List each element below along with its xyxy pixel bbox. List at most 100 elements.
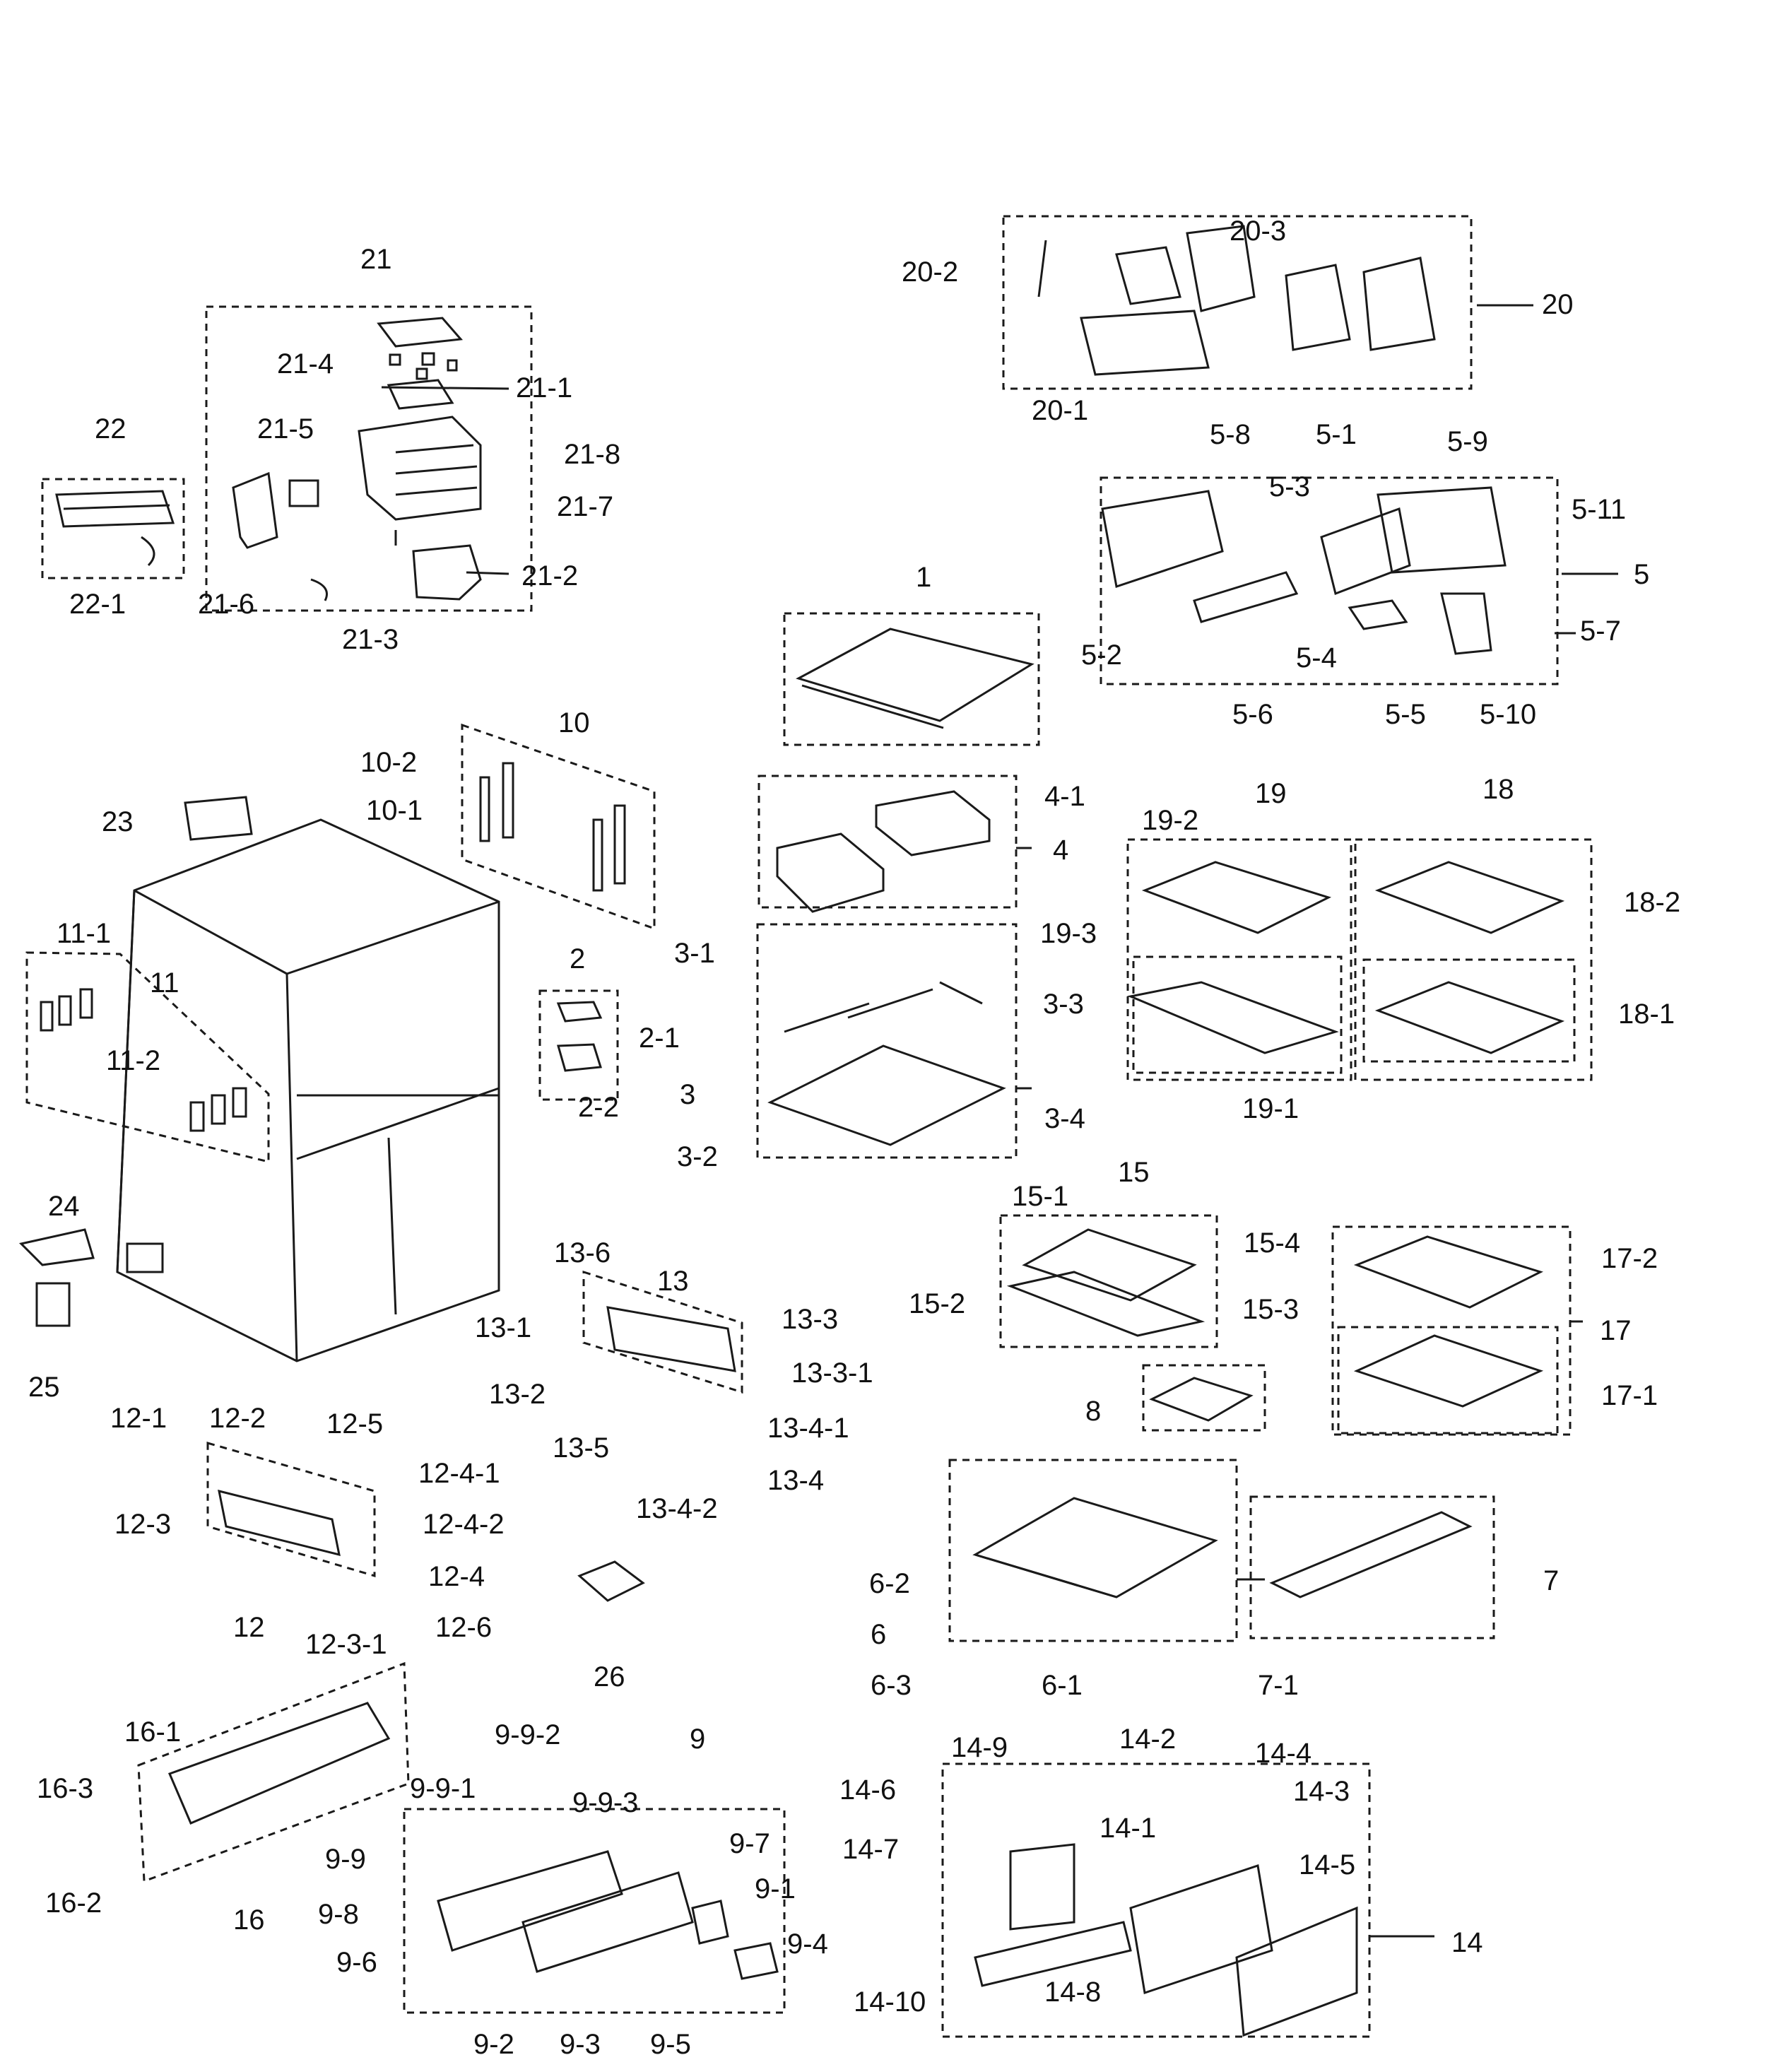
callout-label: 14-4 bbox=[1255, 1738, 1311, 1769]
callout-label: 13-1 bbox=[475, 1312, 531, 1343]
callout-label: 5-10 bbox=[1480, 699, 1536, 730]
callout-label: 14-10 bbox=[854, 1986, 926, 2018]
callout-label: 13-4-2 bbox=[636, 1493, 718, 1524]
callout-label: 12-2 bbox=[209, 1403, 266, 1434]
callout-label: 5-4 bbox=[1296, 642, 1337, 673]
callout-label: 12-4-2 bbox=[423, 1509, 505, 1540]
callout-label: 13-4-1 bbox=[767, 1413, 849, 1444]
callout-label: 2-2 bbox=[578, 1092, 619, 1123]
callout-label: 19-3 bbox=[1040, 918, 1097, 949]
callout-label: 14-1 bbox=[1100, 1813, 1156, 1844]
callout-label: 18-1 bbox=[1618, 999, 1675, 1030]
callout-label: 22 bbox=[95, 413, 126, 444]
callout-label: 5-2 bbox=[1081, 640, 1122, 671]
callout-label: 12-5 bbox=[326, 1408, 383, 1439]
callout-label: 12-4 bbox=[428, 1561, 485, 1592]
callout-label: 6 bbox=[871, 1619, 886, 1650]
callout-label: 5-8 bbox=[1210, 419, 1251, 450]
callout-labels: 2121-421-121-521-821-721-221-621-32222-1… bbox=[28, 216, 1680, 2055]
callout-label: 20-1 bbox=[1032, 395, 1088, 426]
callout-label: 2-1 bbox=[639, 1023, 680, 1054]
callout-label: 4 bbox=[1053, 835, 1068, 866]
callout-label: 13-2 bbox=[489, 1379, 546, 1410]
callout-label: 9-2 bbox=[473, 2029, 514, 2055]
callout-label: 13 bbox=[657, 1266, 689, 1297]
callout-label: 6-1 bbox=[1042, 1670, 1083, 1701]
callout-label: 13-3 bbox=[782, 1304, 838, 1335]
callout-label: 5-11 bbox=[1572, 494, 1626, 525]
callout-label: 8 bbox=[1085, 1396, 1101, 1427]
callout-label: 14-5 bbox=[1299, 1849, 1355, 1880]
callout-label: 9-4 bbox=[787, 1929, 828, 1960]
callout-label: 10-2 bbox=[360, 747, 417, 778]
callout-label: 14-3 bbox=[1293, 1776, 1350, 1807]
callout-label: 19-2 bbox=[1142, 805, 1198, 836]
callout-label: 1 bbox=[916, 562, 931, 593]
callout-label: 21-6 bbox=[198, 589, 254, 620]
callout-label: 19-1 bbox=[1242, 1093, 1299, 1124]
callout-label: 21-1 bbox=[516, 372, 572, 404]
callout-label: 5-5 bbox=[1385, 699, 1426, 730]
callout-label: 9-9-1 bbox=[410, 1773, 476, 1804]
callout-label: 17 bbox=[1600, 1315, 1632, 1346]
callout-label: 3-1 bbox=[674, 938, 715, 969]
callout-label: 11 bbox=[150, 967, 179, 999]
leader-lines bbox=[381, 304, 1618, 1938]
callout-label: 5 bbox=[1634, 559, 1649, 590]
callout-label: 4-1 bbox=[1044, 781, 1085, 812]
callout-label: 16-3 bbox=[37, 1773, 93, 1804]
callout-label: 16-2 bbox=[45, 1888, 102, 1919]
callout-label: 21-3 bbox=[342, 624, 399, 655]
callout-label: 15-1 bbox=[1012, 1181, 1068, 1212]
callout-label: 22-1 bbox=[69, 589, 126, 620]
callout-label: 5-3 bbox=[1269, 471, 1310, 502]
callout-label: 9-1 bbox=[755, 1873, 796, 1904]
callout-label: 18 bbox=[1482, 774, 1514, 805]
callout-label: 12-3-1 bbox=[305, 1629, 387, 1660]
callout-label: 12-3 bbox=[114, 1509, 171, 1540]
callout-label: 3-2 bbox=[677, 1141, 718, 1172]
callout-label: 5-6 bbox=[1232, 699, 1273, 730]
callout-label: 16 bbox=[233, 1904, 265, 1936]
callout-label: 7-1 bbox=[1258, 1670, 1299, 1701]
callout-label: 9-7 bbox=[729, 1828, 770, 1859]
callout-label: 3-4 bbox=[1044, 1103, 1085, 1134]
callout-label: 12-4-1 bbox=[418, 1458, 500, 1489]
callout-label: 25 bbox=[28, 1372, 60, 1403]
callout-label: 14-8 bbox=[1044, 1977, 1101, 2008]
callout-label: 17-1 bbox=[1601, 1380, 1658, 1411]
callout-label: 5-1 bbox=[1316, 419, 1357, 450]
callout-label: 9 bbox=[690, 1724, 705, 1755]
callout-label: 9-5 bbox=[650, 2029, 691, 2055]
part-drawings bbox=[19, 215, 1593, 2038]
callout-label: 6-3 bbox=[871, 1670, 912, 1701]
callout-label: 24 bbox=[48, 1191, 80, 1222]
callout-label: 12 bbox=[233, 1612, 265, 1643]
callout-label: 7 bbox=[1543, 1565, 1559, 1596]
callout-label: 12-1 bbox=[110, 1403, 167, 1434]
callout-label: 21-5 bbox=[257, 413, 314, 444]
callout-label: 5-9 bbox=[1447, 426, 1488, 457]
callout-label: 11-2 bbox=[106, 1045, 160, 1076]
callout-label: 9-9 bbox=[325, 1844, 366, 1875]
callout-label: 9-9-3 bbox=[572, 1787, 638, 1818]
callout-label: 9-3 bbox=[560, 2029, 601, 2055]
callout-label: 3 bbox=[680, 1079, 695, 1110]
callout-label: 21-2 bbox=[521, 560, 578, 591]
callout-label: 10-1 bbox=[366, 795, 423, 826]
callout-label: 13-4 bbox=[767, 1465, 824, 1496]
callout-label: 15-3 bbox=[1242, 1294, 1299, 1325]
callout-label: 2 bbox=[570, 943, 585, 974]
callout-label: 3-3 bbox=[1043, 989, 1084, 1020]
callout-label: 15-4 bbox=[1244, 1227, 1300, 1259]
callout-label: 14-6 bbox=[839, 1774, 896, 1806]
callout-label: 11-1 bbox=[57, 918, 111, 949]
callout-label: 14-7 bbox=[842, 1834, 899, 1865]
callout-label: 9-9-2 bbox=[495, 1719, 560, 1750]
callout-label: 18-2 bbox=[1624, 887, 1680, 918]
callout-label: 15-2 bbox=[909, 1288, 965, 1319]
callout-label: 5-7 bbox=[1580, 616, 1621, 647]
callout-label: 21 bbox=[360, 244, 392, 275]
